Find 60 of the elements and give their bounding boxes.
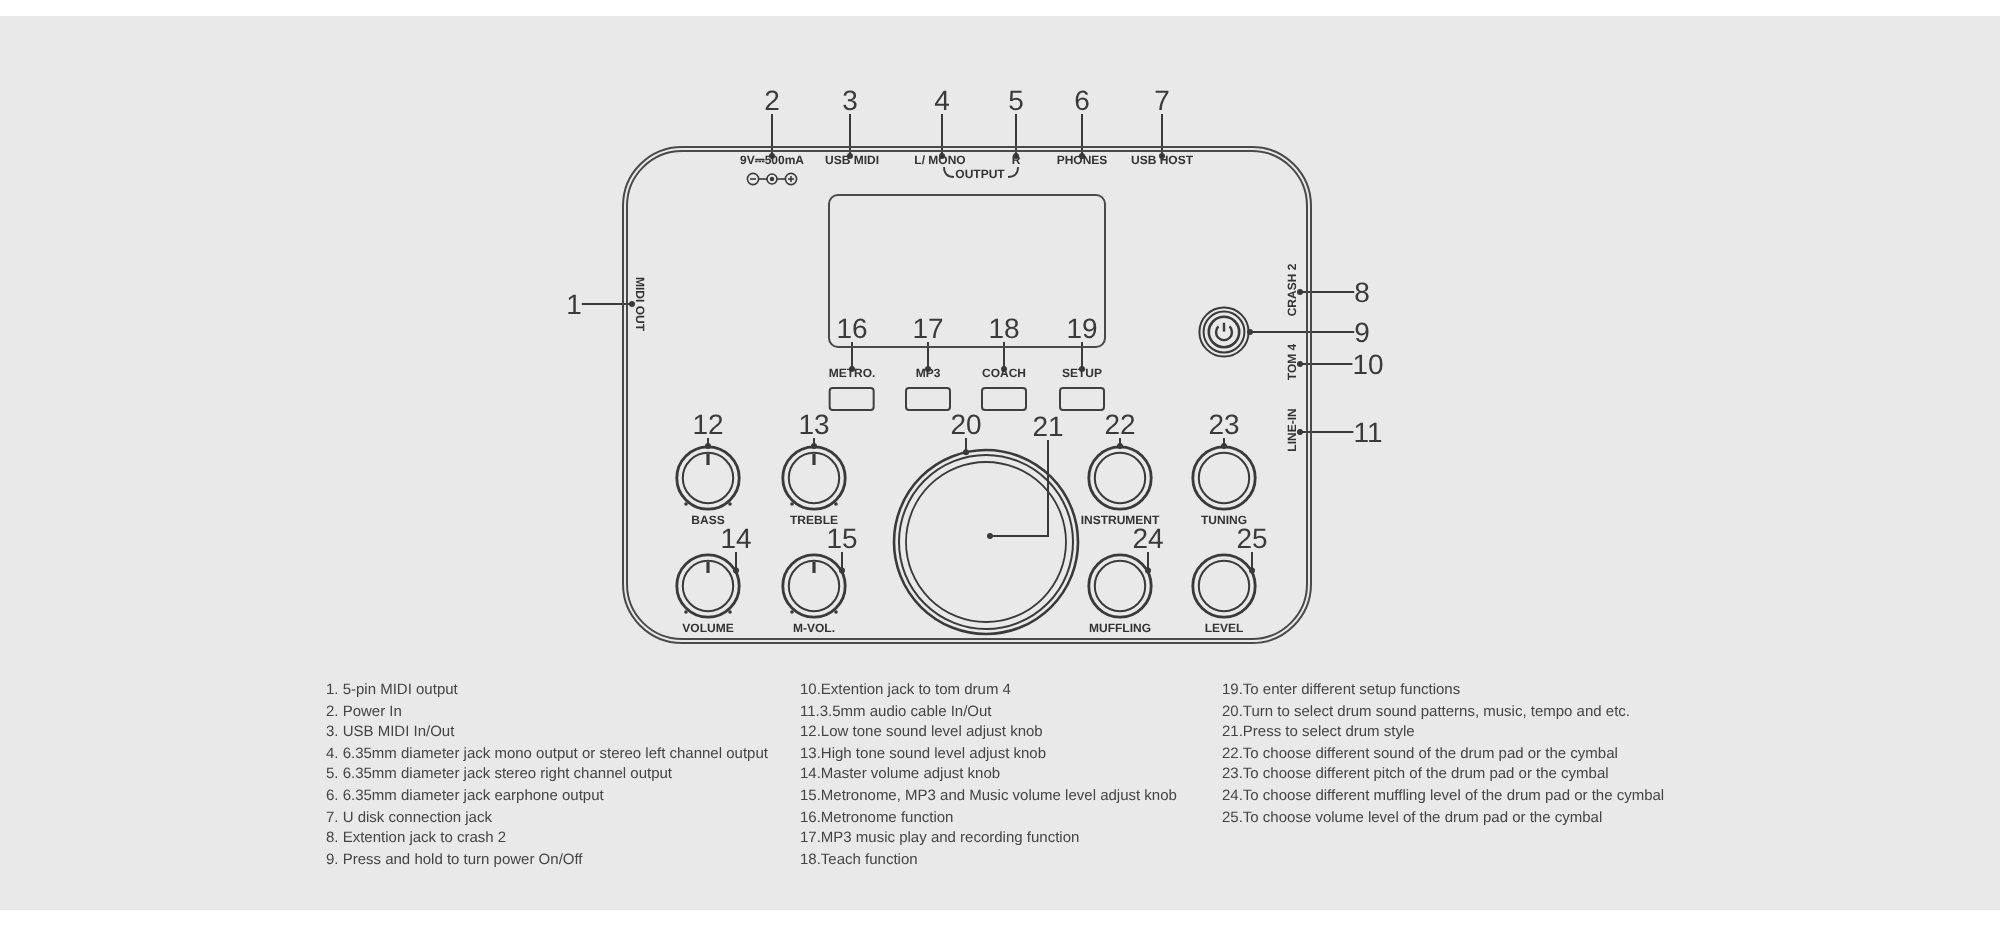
leader-line	[1117, 437, 1123, 449]
device-panel	[622, 146, 1312, 644]
leader-line	[1079, 341, 1085, 372]
callout-number: 3	[842, 86, 858, 114]
callout-number: 1	[566, 290, 582, 318]
knob	[1086, 444, 1154, 512]
callout-number: 5	[1008, 86, 1024, 114]
knob	[780, 552, 848, 620]
callout-number: 15	[826, 524, 858, 552]
power-button	[1198, 306, 1250, 358]
leader-line	[925, 341, 931, 372]
callout-number: 13	[798, 410, 830, 438]
leader-line	[1001, 341, 1007, 372]
callout-number: 16	[836, 314, 868, 342]
knob	[1086, 552, 1154, 620]
leader-line	[811, 437, 817, 449]
knob	[780, 444, 848, 512]
leader-line	[1297, 429, 1355, 435]
callout-number: 18	[988, 314, 1020, 342]
leader-line	[839, 551, 845, 574]
callout-number: 4	[934, 86, 950, 114]
callout-number: 11	[1353, 418, 1383, 446]
knob	[674, 444, 742, 512]
leader-line	[1079, 113, 1085, 159]
leader-line	[769, 113, 775, 159]
rotary-dial	[892, 448, 1080, 636]
callout-number: 6	[1074, 86, 1090, 114]
leader-line	[1247, 329, 1356, 335]
callout-number: 12	[692, 410, 724, 438]
leader-line	[1297, 361, 1354, 367]
knob	[1190, 552, 1258, 620]
callout-number: 2	[764, 86, 780, 114]
leader-line	[847, 113, 853, 159]
leader-line	[849, 341, 855, 372]
callout-number: 23	[1208, 410, 1240, 438]
leader-line	[1145, 551, 1151, 574]
leader-line	[733, 551, 739, 574]
leader-line	[1221, 437, 1227, 449]
knob	[1190, 444, 1258, 512]
callout-number: 22	[1104, 410, 1136, 438]
knob	[674, 552, 742, 620]
display-screen	[828, 194, 1106, 348]
callout-number: 19	[1066, 314, 1098, 342]
callout-number: 17	[912, 314, 944, 342]
callout-number: 21	[1032, 412, 1064, 440]
callout-number: 8	[1354, 278, 1370, 306]
leader-line	[705, 437, 711, 449]
callout-number: 14	[720, 524, 752, 552]
leader-line	[939, 113, 945, 159]
callout-number: 10	[1352, 350, 1384, 378]
leader-line	[1013, 113, 1019, 159]
leader-line	[963, 437, 969, 456]
callout-number: 24	[1132, 524, 1164, 552]
leader-line	[1159, 113, 1165, 159]
leader-line	[1249, 551, 1255, 574]
callout-number: 20	[950, 410, 982, 438]
callout-number: 9	[1354, 318, 1370, 346]
callout-number: 7	[1154, 86, 1170, 114]
leader-line	[1297, 289, 1356, 295]
callout-number: 25	[1236, 524, 1268, 552]
